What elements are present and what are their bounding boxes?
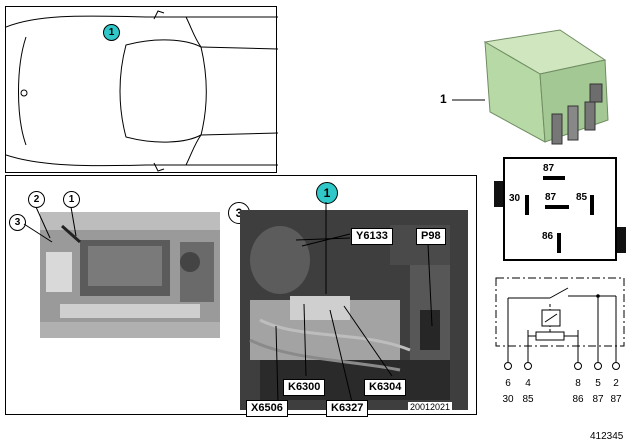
callout-engine-1: 1 <box>63 191 80 208</box>
relay-pin-left: 30 <box>509 193 521 204</box>
relay-photo: 1 <box>440 22 630 152</box>
relay-pin-center: 87 <box>545 192 557 203</box>
label-y6133: Y6133 <box>351 228 393 245</box>
callout-detail-1: 1 <box>316 182 338 204</box>
schematic-terminal: 87 <box>592 394 604 405</box>
schematic-pin-number: 8 <box>575 378 581 389</box>
label-k6327: K6327 <box>326 400 369 417</box>
car-outline <box>6 10 278 172</box>
schematic-terminal: 85 <box>522 394 534 405</box>
callout-car-1: 1 <box>103 24 120 41</box>
schematic-pin-number: 6 <box>505 378 511 389</box>
schematic-terminal: 87 <box>610 394 622 405</box>
schematic-terminal: 30 <box>502 394 514 405</box>
relay-part-number: 1 <box>440 92 447 106</box>
engine-photo <box>40 212 220 338</box>
relay-pin-bottom: 86 <box>542 231 554 242</box>
diagram-id: 412345 <box>590 431 624 442</box>
engine-bay-panel: 2 1 3 3 1 Y6133 P98 K6300 K <box>5 175 477 417</box>
relay-terminal-face: 87 30 87 85 86 <box>490 155 630 265</box>
car-location-panel: 1 <box>5 6 278 173</box>
label-k6304: K6304 <box>364 379 407 396</box>
label-k6300: K6300 <box>283 379 326 396</box>
fuse-box-photo <box>240 210 468 410</box>
schematic-pin-number: 2 <box>613 378 619 389</box>
relay-schematic: 6 4 8 5 2 30 85 86 87 87 <box>490 270 630 410</box>
engine-callout-leaders <box>23 206 77 243</box>
callout-engine-3: 3 <box>9 214 26 231</box>
schematic-pin-number: 5 <box>595 378 601 389</box>
schematic-terminal: 86 <box>572 394 584 405</box>
relay-pin-right: 85 <box>576 192 588 203</box>
photo-reference-number: 20012021 <box>408 402 453 412</box>
label-p98: P98 <box>416 228 446 245</box>
schematic-pin-number: 4 <box>525 378 531 389</box>
detail-leader-lines <box>275 202 433 403</box>
relay-pin-top: 87 <box>543 163 555 174</box>
label-x6506: X6506 <box>246 400 288 417</box>
